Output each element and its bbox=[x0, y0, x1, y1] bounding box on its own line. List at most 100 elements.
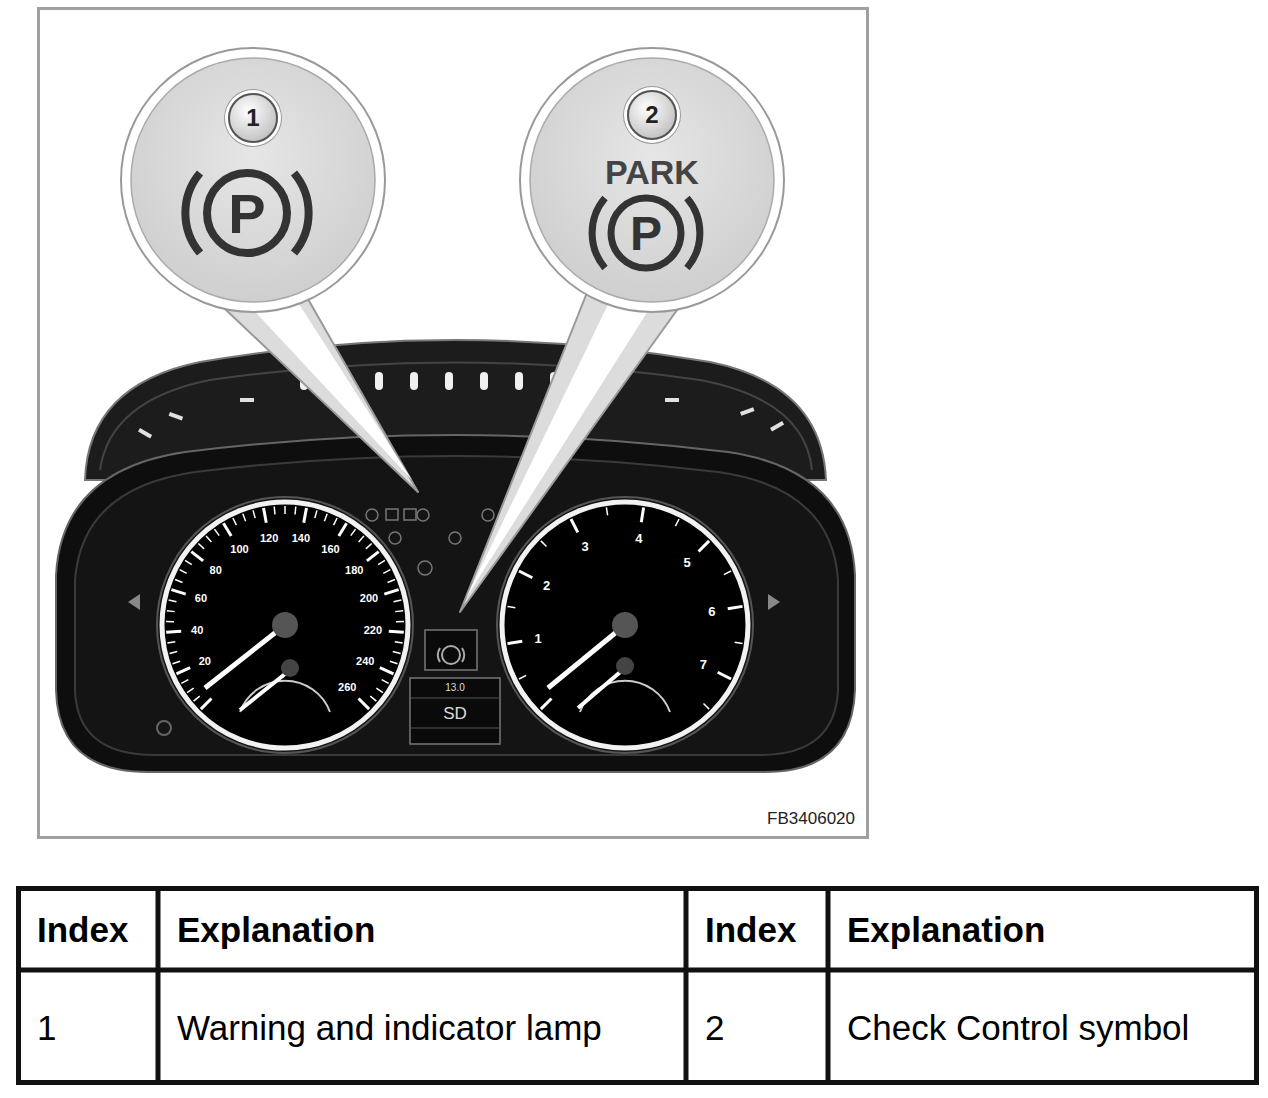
display-value: SD bbox=[443, 705, 467, 722]
rpm-scale-number: 5 bbox=[684, 556, 691, 569]
speed-scale-number: 100 bbox=[230, 544, 248, 555]
table-cell: Check Control symbol bbox=[847, 1010, 1189, 1045]
hood-mark bbox=[169, 412, 184, 421]
hood-mark bbox=[138, 428, 152, 438]
hood-mark bbox=[515, 372, 523, 390]
table-header: Index bbox=[705, 912, 796, 947]
gauge-tick bbox=[359, 699, 370, 710]
speed-scale-number: 20 bbox=[199, 656, 211, 667]
parking-brake-symbol bbox=[185, 173, 308, 253]
gauge-tick bbox=[206, 536, 211, 542]
table-header: Explanation bbox=[847, 912, 1045, 947]
cluster-face bbox=[75, 456, 838, 755]
cluster-body bbox=[56, 435, 855, 772]
display-divider bbox=[410, 698, 500, 699]
speed-scale-number: 40 bbox=[191, 625, 203, 636]
gauge-tick bbox=[315, 510, 317, 518]
turn-signal-right bbox=[768, 594, 780, 610]
hood-mark bbox=[240, 398, 254, 402]
info-display bbox=[410, 678, 500, 744]
table-cell: Warning and indicator lamp bbox=[177, 1010, 602, 1045]
gauge-tick bbox=[378, 560, 385, 564]
speed-scale-number: 200 bbox=[360, 593, 378, 604]
gauge-tick bbox=[169, 652, 177, 654]
callout-pointer bbox=[205, 285, 418, 492]
callout-bubble bbox=[121, 48, 385, 312]
gauge-tick bbox=[366, 543, 372, 548]
table-cell: 2 bbox=[705, 1010, 724, 1045]
callout-pointer-highlight bbox=[466, 290, 660, 598]
park-brake-icon bbox=[442, 646, 460, 664]
gauge-tick bbox=[180, 570, 187, 574]
speed-scale-number: 80 bbox=[210, 565, 222, 576]
hood-marks bbox=[138, 372, 784, 438]
hood-mark bbox=[480, 372, 488, 390]
rpm-scale-number: 6 bbox=[708, 605, 715, 618]
gauge-tick bbox=[395, 610, 403, 612]
speed-needle bbox=[205, 625, 285, 688]
gauge-tick bbox=[395, 642, 403, 643]
gauge-tick bbox=[176, 668, 190, 674]
symbol-letter: P bbox=[630, 210, 662, 258]
callout-bubble bbox=[520, 48, 784, 312]
display-value: 13.0 bbox=[445, 683, 464, 693]
speed-scale-number: 260 bbox=[338, 682, 356, 693]
hood-mark bbox=[740, 407, 755, 416]
gauge-tick bbox=[394, 600, 402, 602]
gauge-tick bbox=[264, 508, 267, 523]
gauge-tick bbox=[541, 541, 547, 547]
hood-mark bbox=[410, 372, 418, 390]
gauge-tick bbox=[194, 696, 200, 701]
speed-scale-number: 240 bbox=[356, 656, 374, 667]
tachometer bbox=[497, 497, 753, 753]
gauge-tick bbox=[169, 600, 177, 602]
speed-scale-number: 60 bbox=[195, 593, 207, 604]
gauge-tick bbox=[699, 541, 710, 552]
gauge-tick bbox=[175, 579, 182, 582]
gauge-tick bbox=[334, 518, 338, 525]
table-header: Explanation bbox=[177, 912, 375, 947]
gauge-tick bbox=[284, 506, 286, 514]
speedometer bbox=[157, 497, 413, 753]
legend-table bbox=[18, 888, 1257, 1083]
gauge-tick bbox=[166, 630, 181, 634]
fuel-needle bbox=[240, 670, 290, 710]
gauge-tick bbox=[185, 560, 192, 564]
rpm-needle bbox=[548, 625, 625, 688]
gauge-tick bbox=[253, 510, 255, 518]
gauge-tick bbox=[243, 514, 246, 521]
gauge-tick bbox=[191, 552, 203, 561]
check-control-field bbox=[425, 630, 477, 670]
callout-number: 2 bbox=[627, 90, 677, 140]
gauge-tick bbox=[388, 579, 395, 582]
gauge-tick bbox=[382, 680, 389, 684]
callout-pointer-highlight bbox=[235, 290, 412, 480]
callout-number-text: 1 bbox=[246, 106, 259, 130]
gauge-tick bbox=[339, 523, 347, 536]
gauge-tick bbox=[606, 507, 607, 515]
speed-scale-number: 120 bbox=[260, 533, 278, 544]
speed-scale-number: 140 bbox=[292, 533, 310, 544]
table-header: Index bbox=[37, 912, 128, 947]
gauge-tick bbox=[166, 621, 174, 623]
gauge-tick bbox=[359, 536, 364, 542]
gauge-tick bbox=[367, 552, 379, 561]
gauge-tick bbox=[675, 519, 679, 526]
gauge-tick bbox=[724, 571, 731, 575]
gauge-tick bbox=[304, 508, 307, 523]
hood-mark bbox=[375, 372, 383, 390]
park-brake-icon bbox=[438, 648, 464, 662]
rpm-scale-number: 4 bbox=[635, 532, 642, 545]
needle-hub bbox=[612, 612, 638, 638]
gauge-tick bbox=[519, 675, 526, 679]
hood-mark bbox=[665, 398, 679, 402]
gauge-tick bbox=[324, 514, 327, 521]
gauge-tick bbox=[390, 661, 398, 664]
gauge-tick bbox=[370, 696, 376, 701]
speed-scale-number: 160 bbox=[321, 544, 339, 555]
gauge-tick bbox=[201, 699, 212, 710]
callout-number: 1 bbox=[228, 93, 278, 143]
speed-scale-number: 220 bbox=[364, 625, 382, 636]
rpm-scale-number: 2 bbox=[543, 579, 550, 592]
needle-hub bbox=[616, 657, 634, 675]
